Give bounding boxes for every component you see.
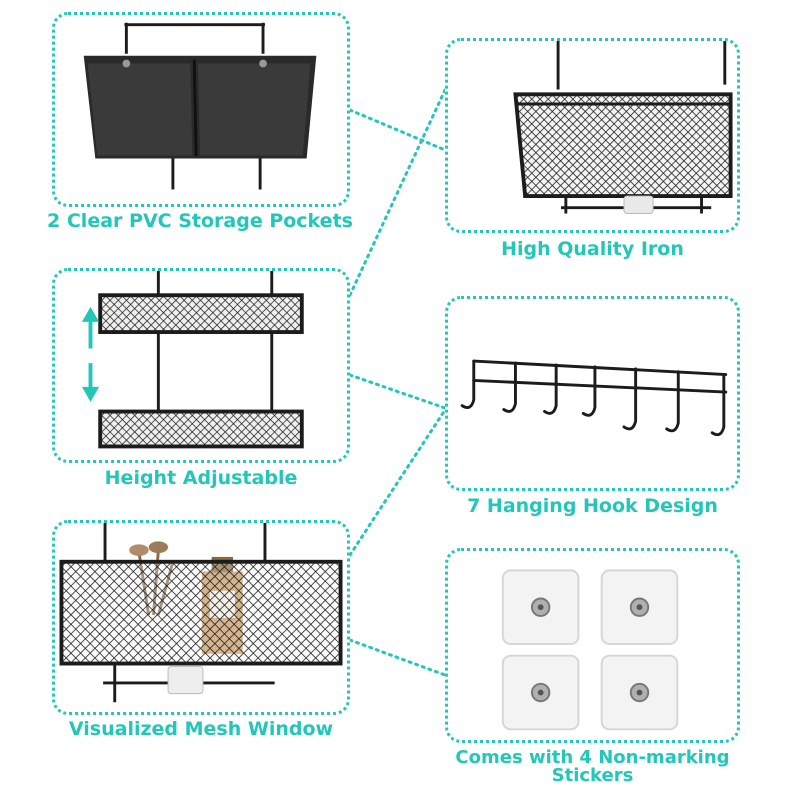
feature-caption: Comes with 4 Non-marking Stickers: [455, 747, 730, 786]
feature-panel-mesh-window: [52, 520, 350, 715]
feature-caption: Height Adjustable: [104, 467, 298, 489]
feature-caption: 7 Hanging Hook Design: [467, 495, 718, 517]
iron-mesh-basket-image: [513, 41, 733, 215]
height-adjust-arrows-icon: [81, 306, 100, 402]
pvc-pocket-organizer-image: [83, 22, 317, 190]
mesh-basket-cosmetics-image: [59, 523, 343, 703]
height-adjust-image: [81, 271, 304, 449]
feature-caption: High Quality Iron: [501, 238, 684, 260]
hook-rail-image: [460, 359, 728, 437]
feature-panel-stickers: [445, 548, 740, 743]
feature-panel-height: [52, 268, 350, 463]
feature-panel-iron: [445, 38, 740, 233]
feature-panel-pvc-pockets: [52, 12, 350, 207]
adhesive-hook-sticker-icon: [501, 569, 679, 731]
feature-caption: Visualized Mesh Window: [68, 718, 334, 740]
feature-panel-hooks: [445, 296, 740, 491]
feature-caption: 2 Clear PVC Storage Pockets: [47, 210, 353, 232]
